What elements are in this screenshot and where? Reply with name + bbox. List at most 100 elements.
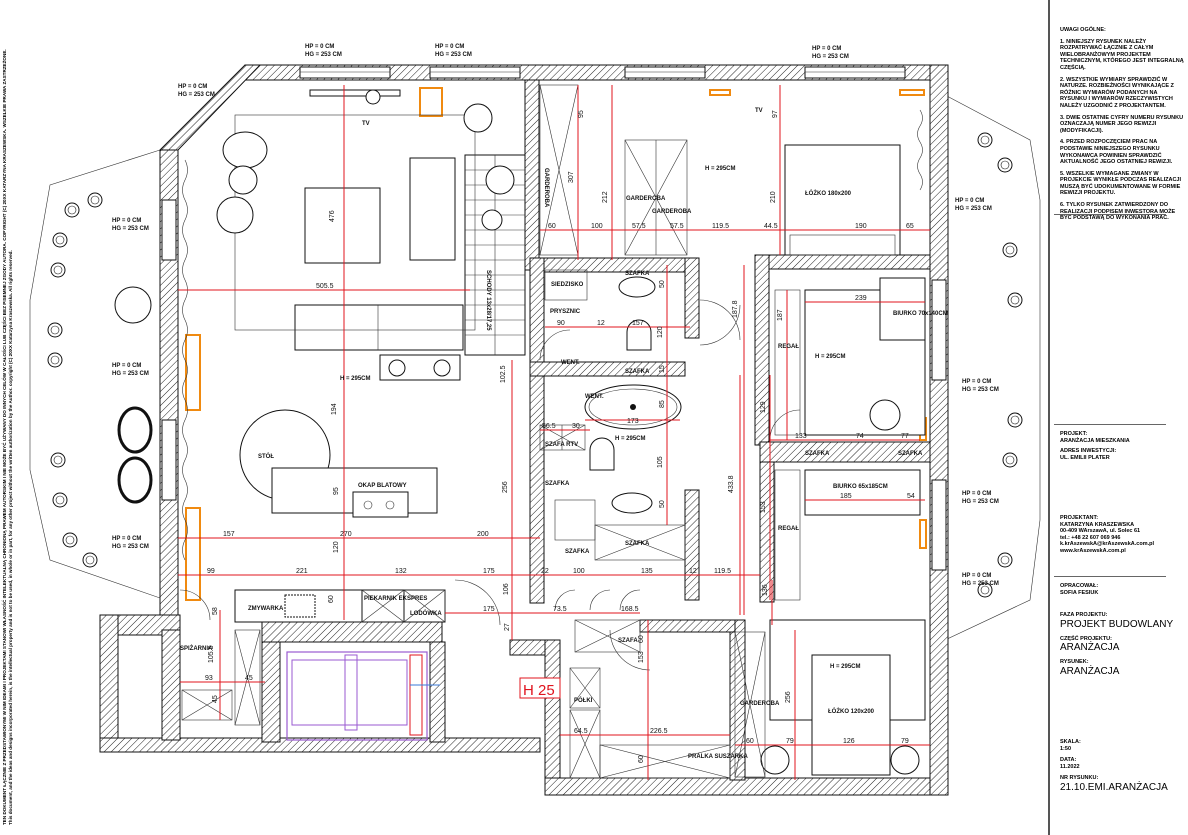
label-went: WENT. [585, 394, 604, 400]
window-label: HP = 0 CM [112, 218, 141, 224]
label-szafka: SZAFKA [805, 451, 830, 457]
curtain [182, 159, 188, 561]
window-label: HP = 0 CM [112, 536, 141, 542]
label-hood: OKAP BLATOWY [358, 483, 407, 489]
text-label: 11.2022 [1060, 763, 1080, 770]
window-label: HG = 253 CM [812, 54, 849, 60]
coffee-table [304, 187, 381, 264]
dimension-label: 132 [395, 568, 407, 575]
dimension-label: 187 [777, 309, 784, 321]
label-szafa: SZAFA [618, 638, 638, 644]
label-stairs: SCHODY 13x28/17,25 [485, 270, 491, 331]
label-szafka: SZAFKA [898, 451, 923, 457]
dimension-label: 44.5 [764, 223, 778, 230]
label-regal: REGAŁ [778, 526, 799, 532]
dimension-label: 157 [632, 320, 644, 327]
dimension-label: 136 [762, 584, 769, 596]
project-info: PROJEKT: ARANŻACJA MIESZKANIA ADRES INWE… [1060, 431, 1185, 461]
dimension-label: 200 [477, 531, 489, 538]
dimension-lines [178, 85, 930, 780]
window-label: HG = 253 CM [962, 387, 999, 393]
dimension-label: 95 [333, 487, 340, 495]
bed-180x200 [784, 144, 901, 256]
dimension-label: 221 [296, 568, 308, 575]
dimension-label: 119.5 [714, 568, 731, 575]
label-dishwasher: ZMYWARKA [248, 606, 284, 612]
dimension-label: 270 [340, 531, 352, 538]
label-height: H = 295CM [615, 436, 646, 442]
dimension-label: 45 [245, 675, 253, 682]
window-label: HG = 253 CM [962, 581, 999, 587]
general-notes: UWAGI OGÓLNE: 1. NINIEJSZY RYSUNEK NALEŻ… [1060, 27, 1185, 222]
dimension-label: 210 [770, 191, 777, 203]
dimension-label: 97 [772, 110, 779, 118]
windows [161, 66, 947, 601]
text-label: NR RYSUNKU: [1060, 775, 1099, 782]
text-label: UWAGI OGÓLNE: [1060, 27, 1106, 33]
label-tv: TV [362, 121, 370, 127]
walls [99, 64, 949, 796]
dimension-label: 77 [901, 433, 909, 440]
label-desk: BIURKO 65x185CM [833, 484, 888, 490]
dimension-label: 226.5 [650, 728, 668, 735]
dimension-label: 175 [483, 568, 495, 575]
window-labels: HP = 0 CM HG = 253 CM HP = 0 CM HG = 253 C… [112, 44, 999, 587]
room-labels: TV TV GARDEROBA GARDEROBA GARDEROBA GARD… [180, 108, 948, 760]
text-label: OPRACOWAŁ: [1060, 583, 1099, 589]
text-label: ARANŻACJA MIESZKANIA [1060, 437, 1130, 444]
elevator-label: H 25 [523, 682, 555, 699]
dimension-label: 27 [504, 623, 511, 631]
label-desk: BIURKO 70x140CM [893, 311, 948, 317]
window-label: HG = 253 CM [112, 544, 149, 550]
dimension-label: 54 [907, 493, 915, 500]
label-garderoba: GARDEROBA [543, 168, 549, 208]
window-label: HP = 0 CM [962, 379, 991, 385]
dimension-label: 57.5 [632, 223, 646, 230]
dimension-label: 100 [573, 568, 585, 575]
dimension-label: 65 [906, 223, 914, 230]
dimension-label: 120 [333, 541, 340, 553]
dimension-label: 50 [659, 280, 666, 288]
drawn-by: OPRACOWAŁ: SOFIA FESIUK [1060, 583, 1185, 596]
dimension-label: 60 [638, 635, 645, 643]
text-label: KATARZYNA KRASZEWSKA [1060, 521, 1135, 528]
window-label: HG = 253 CM [112, 226, 149, 232]
label-pantry: SPIŻARNIA [180, 645, 213, 652]
dimension-label: 106 [503, 583, 510, 595]
text-label: PROJEKT BUDOWLANY [1060, 618, 1174, 630]
dimension-label: 12 [689, 568, 697, 575]
dimension-labels: 505.5 60 100 57.5 57.5 119.5 44.5 190 65… [205, 110, 915, 763]
label-garderoba: GARDEROBA [626, 196, 666, 202]
bed-120x200 [811, 654, 891, 776]
dimension-label: 212 [602, 191, 609, 203]
label-szafa-rtv: SZAFA RTV [545, 442, 578, 448]
bedroom-furniture [181, 144, 926, 779]
dimension-label: 153 [638, 651, 645, 663]
dimension-label: 505.5 [316, 283, 334, 290]
dimension-label: 168.5 [621, 606, 639, 613]
note-item: 4. PRZED ROZPOCZĘCIEM PRAC NA PODSTAWIE … [1060, 139, 1173, 166]
phase: FAZA PROJEKTU: PROJEKT BUDOWLANY CZĘŚĆ P… [1060, 612, 1185, 677]
label-garderoba: GARDEROBA [652, 209, 692, 215]
window-label: HG = 253 CM [112, 371, 149, 377]
label-height: H = 295CM [705, 166, 736, 172]
divider [1054, 576, 1166, 577]
dimension-label: 433.8 [728, 475, 735, 493]
dimension-label: 119.5 [712, 223, 729, 230]
dimension-label: 173 [627, 418, 639, 425]
dimension-label: 56.5 [542, 423, 556, 430]
dimension-label: 22 [541, 568, 549, 575]
dimension-label: 126 [843, 738, 855, 745]
label-regal: REGAŁ [778, 344, 799, 350]
text-label: DATA: [1060, 757, 1077, 764]
label-washer: PRALKA SUSZARKA [688, 754, 748, 760]
text-label: 1:50 [1060, 745, 1072, 752]
text-label: RYSUNEK: [1060, 659, 1089, 666]
window-label: HP = 0 CM [962, 491, 991, 497]
note-item: 1. NINIEJSZY RYSUNEK NALEŻY ROZPATRYWAĆ … [1060, 38, 1184, 71]
living-furniture [114, 89, 515, 623]
window-label: HP = 0 CM [955, 198, 984, 204]
dimension-label: 74 [856, 433, 864, 440]
designer-info: PROJEKTANT: KATARZYNA KRASZEWSKA 00-409 … [1060, 515, 1185, 555]
text-label: PROJEKTANT: [1060, 515, 1099, 521]
